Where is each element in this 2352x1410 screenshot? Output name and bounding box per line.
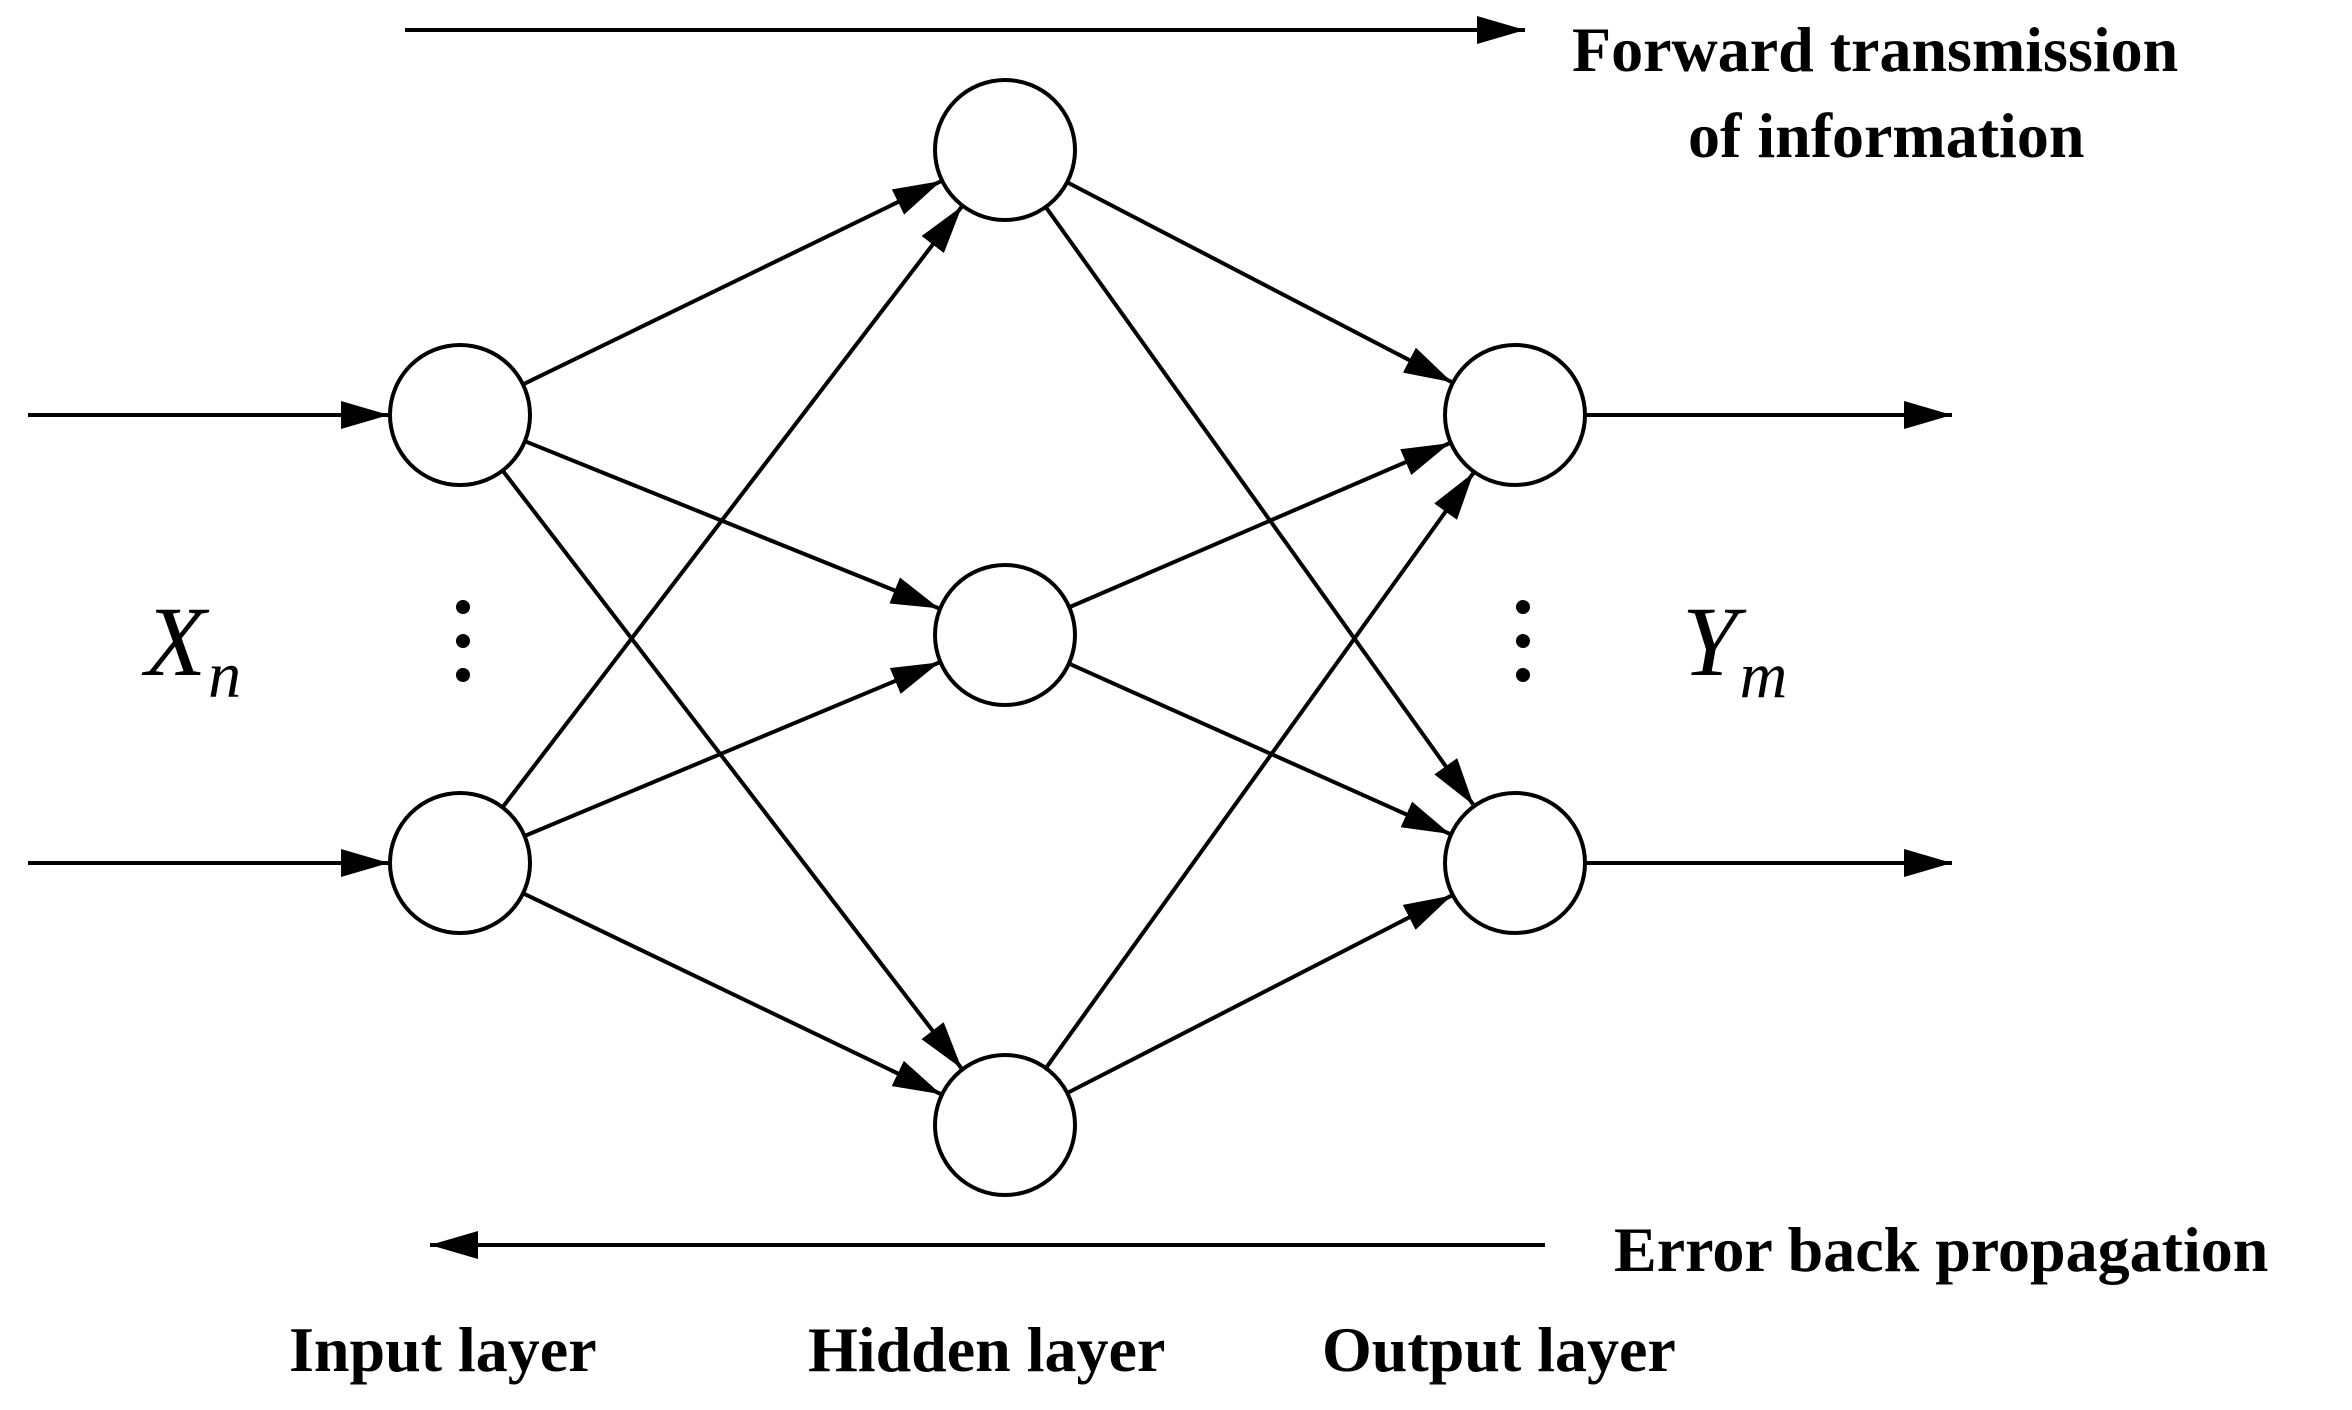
output-ellipsis-dot-3 [1516,668,1530,682]
output-variable-symbol: Y [1682,586,1738,697]
input-layer-label: Input layer [289,1314,597,1385]
error-back-label: Error back propagation [1614,1214,2269,1285]
output-variable: Ym [1682,592,1787,709]
input-ellipsis-dot-2 [456,634,470,648]
edge-input1-hidden3 [501,469,964,1070]
edge-hidden2-output2 [1068,661,1451,836]
output-ellipsis-dot-2 [1516,634,1530,648]
connections-group [28,16,1952,1259]
forward-label-line1: Forward transmission [1572,14,2179,85]
edge-input2-hidden1 [500,205,964,809]
input-node-2 [388,791,532,935]
input-variable-symbol: X [145,586,207,697]
hidden-node-1 [933,78,1077,222]
hidden-layer-label: Hidden layer [808,1314,1166,1385]
ellipsis-group [456,600,1530,682]
edge-input2-hidden3 [522,891,942,1097]
edge-hidden3-output2 [1066,893,1453,1095]
edge-input2-hidden2 [523,660,941,838]
hidden-node-2 [933,563,1077,707]
edge-hidden1-output1 [1066,180,1453,385]
input-variable: Xn [145,592,241,709]
input-ellipsis-dot-3 [456,668,470,682]
edge-input1-hidden1 [522,179,943,387]
hidden-node-3 [933,1053,1077,1197]
edge-hidden3-output1 [1044,471,1476,1070]
input-variable-subscript: n [208,639,242,712]
output-node-2 [1443,791,1587,935]
edge-hidden1-output2 [1044,205,1476,807]
edge-hidden2-output1 [1068,441,1451,610]
forward-label-line2: of information [1688,100,2085,171]
output-node-1 [1443,343,1587,487]
output-layer-label: Output layer [1322,1314,1676,1385]
input-node-1 [388,343,532,487]
output-variable-subscript: m [1739,639,1788,712]
output-ellipsis-dot-1 [1516,600,1530,614]
nodes-group [388,78,1587,1197]
edge-input1-hidden2 [524,439,940,611]
input-ellipsis-dot-1 [456,600,470,614]
